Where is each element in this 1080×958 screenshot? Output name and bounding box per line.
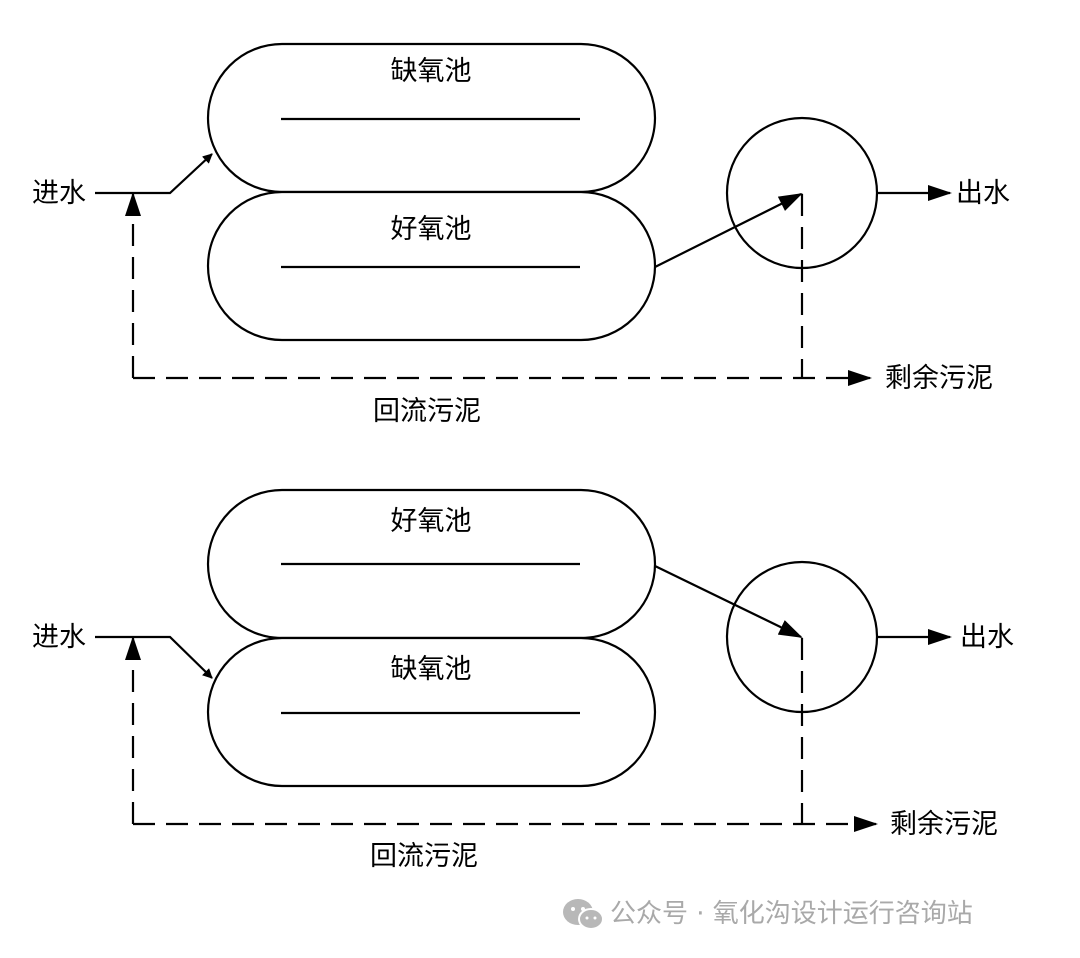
return-sludge-label: 回流污泥 bbox=[373, 396, 481, 427]
diagram-1: 缺氧池 好氧池 进水 出水 剩余污泥 回流污泥 bbox=[32, 42, 1010, 427]
excess-sludge-label: 剩余污泥 bbox=[885, 363, 993, 394]
inlet-label: 进水 bbox=[32, 622, 86, 653]
outlet-label: 出水 bbox=[956, 178, 1010, 209]
tank-to-clarifier-arrow bbox=[654, 193, 803, 268]
inlet-label: 进水 bbox=[32, 178, 86, 209]
tank-to-clarifier-arrow bbox=[654, 565, 803, 638]
tank-bottom-label: 好氧池 bbox=[391, 214, 472, 245]
inlet-line bbox=[95, 635, 213, 679]
wechat-icon bbox=[563, 899, 604, 930]
inlet-line bbox=[95, 153, 213, 195]
tank-bottom-label: 缺氧池 bbox=[391, 654, 472, 685]
excess-sludge-label: 剩余污泥 bbox=[890, 809, 998, 840]
tank-top-label: 好氧池 bbox=[391, 506, 472, 537]
watermark: 公众号 · 氧化沟设计运行咨询站 bbox=[563, 899, 973, 930]
return-sludge-label: 回流污泥 bbox=[370, 841, 478, 872]
outlet-label: 出水 bbox=[960, 622, 1014, 653]
tank-top-label: 缺氧池 bbox=[391, 56, 472, 87]
diagram-2: 好氧池 缺氧池 进水 出水 剩余污泥 回流污泥 bbox=[32, 488, 1014, 872]
watermark-text: 公众号 · 氧化沟设计运行咨询站 bbox=[610, 899, 973, 929]
